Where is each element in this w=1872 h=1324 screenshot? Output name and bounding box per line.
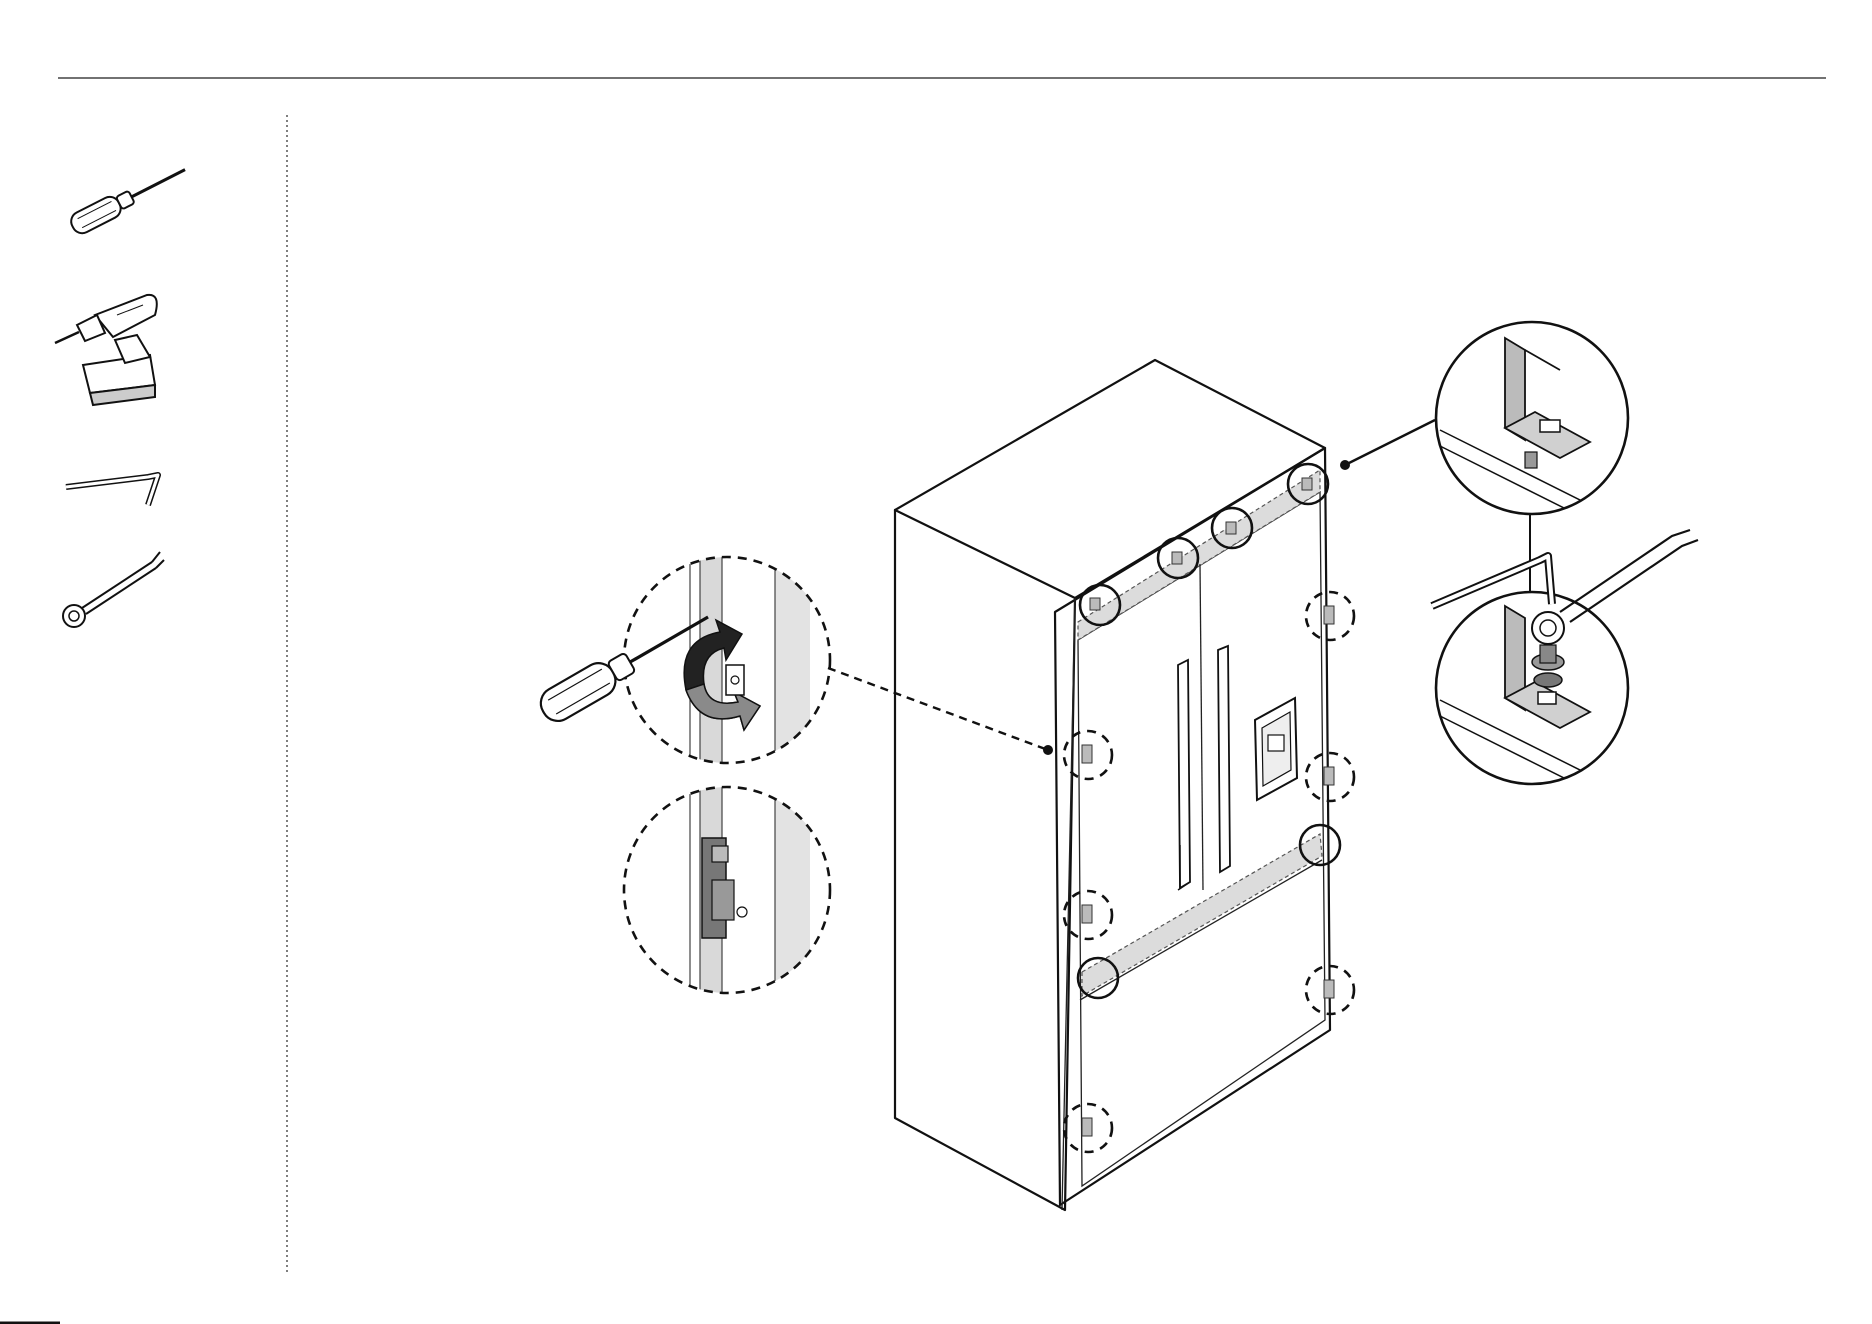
detail-top-bracket-tighten — [1430, 590, 1630, 806]
leader-left-detail — [828, 668, 1048, 750]
water-dispenser — [1255, 698, 1297, 800]
right-door-handle — [1218, 646, 1230, 872]
left-door-handle — [1178, 660, 1190, 890]
spanner-icon — [63, 552, 164, 627]
door-split-line — [1200, 564, 1203, 890]
detail-hinge-rotation — [624, 550, 830, 780]
screwdriver-icon — [68, 160, 190, 237]
fridge-body-outline — [895, 510, 1075, 1210]
detail-hinge-bracket — [624, 780, 830, 1010]
leader-right-detail — [1345, 420, 1435, 465]
spanner-in-use-icon — [1532, 530, 1698, 644]
fridge-door-panel — [1078, 492, 1325, 1186]
hex-key-icon — [66, 475, 158, 505]
refrigerator — [895, 360, 1354, 1210]
detail-top-bracket — [1430, 320, 1630, 536]
fridge-side-panel — [895, 360, 1325, 598]
drill-icon — [55, 295, 157, 405]
